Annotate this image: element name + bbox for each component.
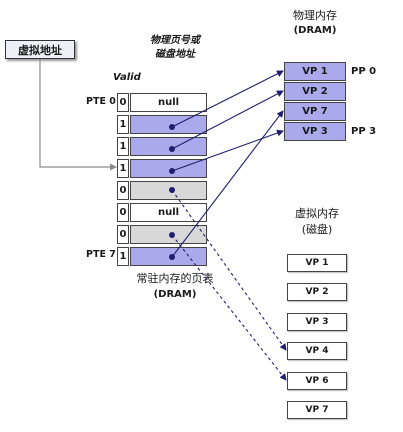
pte-row-2: 1 xyxy=(117,137,207,156)
pte1-to-vp1-arrow xyxy=(171,70,284,128)
disk-title: 虚拟内存 xyxy=(295,207,339,220)
disk-page: VP 4 xyxy=(287,342,347,360)
page-table-header-line2: 磁盘地址 xyxy=(155,49,195,60)
physical-memory-title: 物理内存 xyxy=(293,9,337,22)
pte-valid-bit: 0 xyxy=(117,93,129,112)
pte-address-cell xyxy=(130,115,207,134)
pte-address-cell: null xyxy=(130,93,207,112)
virtual-address-label: 虚拟地址 xyxy=(18,43,62,57)
virtual-address-box: 虚拟地址 xyxy=(5,40,75,59)
pte6-to-disk-vp6-arrow xyxy=(171,234,287,381)
pte-valid-bit: 1 xyxy=(117,159,129,178)
pointer-dot xyxy=(169,232,175,238)
disk-subtitle: (磁盘) xyxy=(301,223,333,236)
disk-page: VP 7 xyxy=(287,401,347,419)
pte-first-label: PTE 0 xyxy=(86,96,116,107)
pte-valid-bit: 1 xyxy=(117,247,129,266)
pointer-dot xyxy=(169,168,175,174)
physical-page: VP 1 xyxy=(284,62,346,81)
pointer-dot xyxy=(169,124,175,130)
disk-page: VP 1 xyxy=(287,254,347,272)
pte-row-1: 1 xyxy=(117,115,207,134)
pte-valid-bit: 1 xyxy=(117,137,129,156)
pte-valid-bit: 0 xyxy=(117,225,129,244)
disk-page: VP 6 xyxy=(287,372,347,390)
pte-valid-bit: 0 xyxy=(117,181,129,200)
pointer-dot xyxy=(169,187,175,193)
physical-page: VP 7 xyxy=(284,102,346,121)
pte3-to-vp3-arrow xyxy=(171,129,284,172)
pte-address-cell xyxy=(130,225,207,244)
pointer-dot xyxy=(169,254,175,260)
pte-last-label: PTE 7 xyxy=(86,249,116,260)
physical-page: VP 3 xyxy=(284,122,346,141)
valid-column-header: Valid xyxy=(113,72,141,83)
pp3-label: PP 3 xyxy=(351,126,377,137)
pte-row-4: 0 xyxy=(117,181,207,200)
pte-valid-bit: 1 xyxy=(117,115,129,134)
pp0-label: PP 0 xyxy=(351,66,377,77)
disk-page: VP 3 xyxy=(287,313,347,331)
disk-page: VP 2 xyxy=(287,283,347,301)
pte4-to-disk-vp4-arrow xyxy=(171,189,287,351)
physical-memory-subtitle: (DRAM) xyxy=(293,25,337,36)
physical-page: VP 2 xyxy=(284,82,346,101)
pte-row-7: 1 xyxy=(117,247,207,266)
pointer-dot xyxy=(169,146,175,152)
page-table-header-line1: 物理页号或 xyxy=(150,35,200,46)
page-table-caption-dram: (DRAM) xyxy=(153,289,197,300)
pte-address-cell xyxy=(130,159,207,178)
pte7-to-vp7-arrow xyxy=(171,110,284,258)
pte-row-0: 0 null xyxy=(117,93,207,112)
page-table-caption: 常驻内存的页表 xyxy=(136,272,214,285)
pte-valid-bit: 0 xyxy=(117,203,129,222)
pte-row-6: 0 xyxy=(117,225,207,244)
pte-row-3: 1 xyxy=(117,159,207,178)
pte-address-cell xyxy=(130,137,207,156)
pte-row-5: 0 null xyxy=(117,203,207,222)
pte-address-cell xyxy=(130,181,207,200)
pte2-to-vp2-arrow xyxy=(171,90,284,150)
address-lookup-line xyxy=(39,59,117,171)
pte-address-cell xyxy=(130,247,207,266)
